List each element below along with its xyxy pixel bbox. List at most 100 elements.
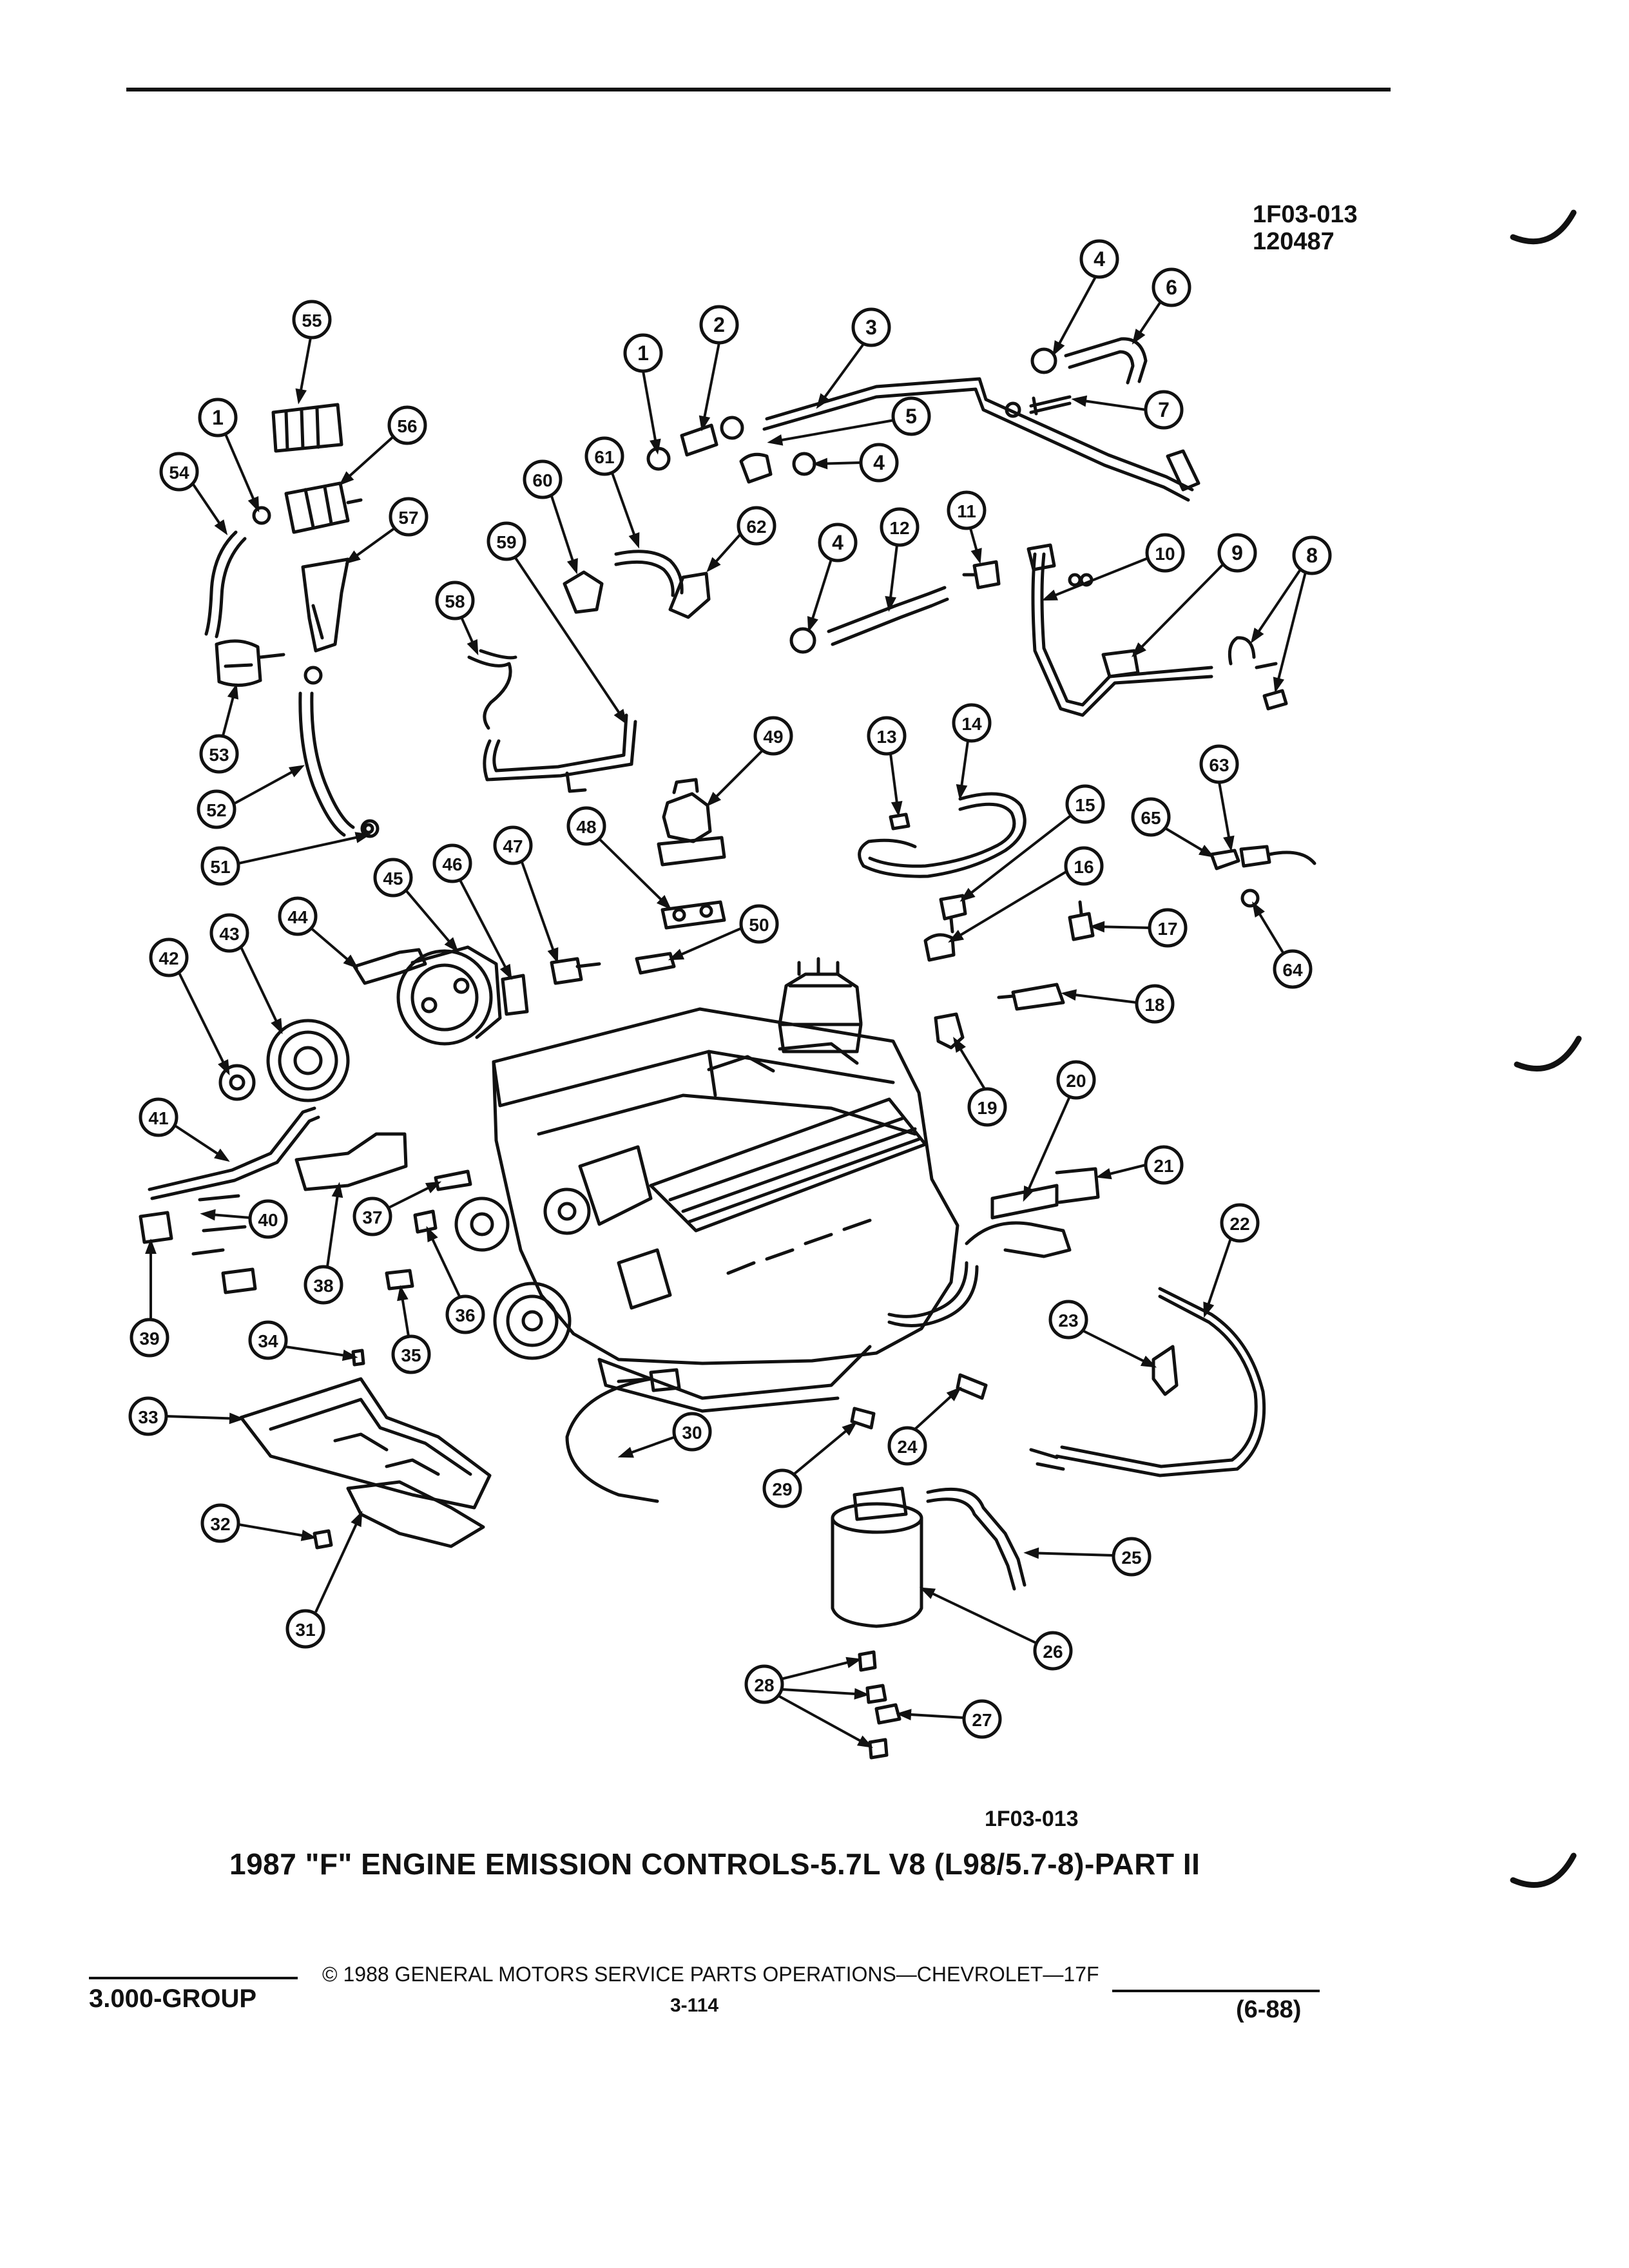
callout-number: 28: [754, 1675, 774, 1695]
callout-circle: [1144, 390, 1184, 430]
footer-group: 3.000-GROUP: [89, 1984, 257, 2013]
leader-arrow-33: [229, 1412, 245, 1425]
footer-right-rule: [1112, 1990, 1320, 1992]
callout-31: 31: [285, 1609, 325, 1649]
callout-56: 56: [387, 405, 427, 445]
callout-number: 1: [637, 341, 649, 365]
part-31-shield: [346, 1480, 485, 1548]
callout-circle: [739, 904, 779, 944]
leader-line-1: [224, 434, 259, 510]
leader-line-48: [598, 838, 670, 908]
part-34-nut: [351, 1349, 365, 1367]
leader-arrow-53: [227, 683, 239, 700]
part-8-clamp: [1228, 636, 1278, 669]
callout-7: 7: [1144, 390, 1184, 430]
leader-line-4: [808, 559, 833, 629]
callout-circle: [198, 398, 238, 437]
part-28-fittings: [858, 1650, 889, 1760]
leader-arrow-13: [891, 801, 903, 817]
callout-38: 38: [304, 1265, 343, 1305]
leader-arrow-49: [706, 791, 722, 807]
leader-arrow-39: [145, 1238, 157, 1254]
callout-number: 9: [1231, 541, 1243, 564]
callout-number: 38: [313, 1276, 333, 1296]
callout-number: 62: [746, 517, 766, 537]
callout-number: 59: [496, 532, 516, 552]
leader-line-8: [1275, 572, 1307, 690]
callout-36: 36: [445, 1294, 485, 1334]
callout-28: 28: [744, 1664, 784, 1704]
leader-line-36: [427, 1229, 461, 1298]
leader-arrow-4: [812, 457, 828, 470]
top-rule: [126, 88, 1391, 91]
callout-number: 21: [1153, 1156, 1173, 1176]
leader-line-20: [1023, 1096, 1071, 1199]
callout-number: 34: [258, 1331, 278, 1351]
leader-arrow-61: [628, 532, 640, 549]
part-15-sensor: [939, 894, 967, 934]
callout-number: 18: [1144, 995, 1164, 1015]
leader-arrow-63: [1223, 835, 1235, 852]
part-14-hose: [858, 792, 1027, 878]
leader-arrow-58: [467, 639, 479, 656]
callout-33: 33: [128, 1396, 168, 1436]
part-41-pipe: [148, 1106, 316, 1191]
leader-arrow-28: [856, 1735, 873, 1748]
callout-number: 4: [1094, 247, 1105, 271]
callout-circle: [891, 396, 931, 436]
part-55-pad: [271, 403, 343, 453]
callout-10: 10: [1145, 533, 1185, 573]
part-27-fitting: [874, 1703, 901, 1725]
callout-number: 55: [302, 311, 322, 331]
leader-arrow-56: [338, 471, 354, 486]
callout-57: 57: [389, 497, 429, 537]
callout-circle: [1220, 1203, 1260, 1243]
leader-line-8: [1251, 568, 1302, 642]
leader-arrow-25: [1023, 1547, 1039, 1559]
part-48-gasket: [660, 900, 726, 930]
callout-number: 8: [1306, 544, 1318, 567]
callout-17: 17: [1148, 908, 1188, 948]
leader-arrow-35: [397, 1285, 409, 1302]
part-50-sensor: [635, 952, 676, 975]
leader-arrow-62: [706, 557, 721, 573]
leader-arrow-54: [214, 519, 228, 535]
callout-42: 42: [149, 937, 189, 977]
leader-arrow-46: [499, 963, 512, 981]
callout-circle: [248, 1199, 288, 1239]
footer-page-number: 3-114: [670, 1995, 719, 2016]
leader-arrow-8: [1250, 628, 1264, 644]
callout-18: 18: [1135, 984, 1175, 1024]
callout-circle: [389, 497, 429, 537]
leader-line-25: [1027, 1552, 1114, 1557]
part-54-hose: [204, 530, 238, 636]
callout-8: 8: [1292, 535, 1332, 575]
callout-circle: [880, 507, 920, 547]
callout-48: 48: [566, 806, 606, 846]
callout-24: 24: [887, 1426, 927, 1466]
callout-number: 43: [219, 924, 239, 944]
callout-number: 53: [209, 745, 229, 765]
callout-number: 31: [295, 1620, 315, 1640]
callout-number: 27: [972, 1710, 992, 1730]
callout-circle: [753, 716, 793, 756]
callout-circle: [859, 443, 899, 483]
part-23-clip: [1152, 1345, 1179, 1396]
callout-circle: [373, 858, 413, 898]
part-39-clips: [139, 1211, 257, 1294]
leader-arrow-44: [343, 954, 359, 969]
leader-arrow-20: [1023, 1185, 1035, 1202]
callout-46: 46: [432, 843, 472, 883]
leader-line-34: [284, 1345, 355, 1358]
part-44-bracket: [352, 948, 427, 985]
part-7-bolt: [1029, 395, 1072, 416]
leader-arrow-21: [1095, 1168, 1112, 1180]
callout-circle: [1148, 908, 1188, 948]
callout-circle: [487, 521, 526, 561]
callout-25: 25: [1112, 1537, 1152, 1577]
leader-line-29: [793, 1423, 856, 1475]
leader-arrow-9: [1132, 642, 1146, 658]
leader-arrow-32: [300, 1530, 317, 1541]
